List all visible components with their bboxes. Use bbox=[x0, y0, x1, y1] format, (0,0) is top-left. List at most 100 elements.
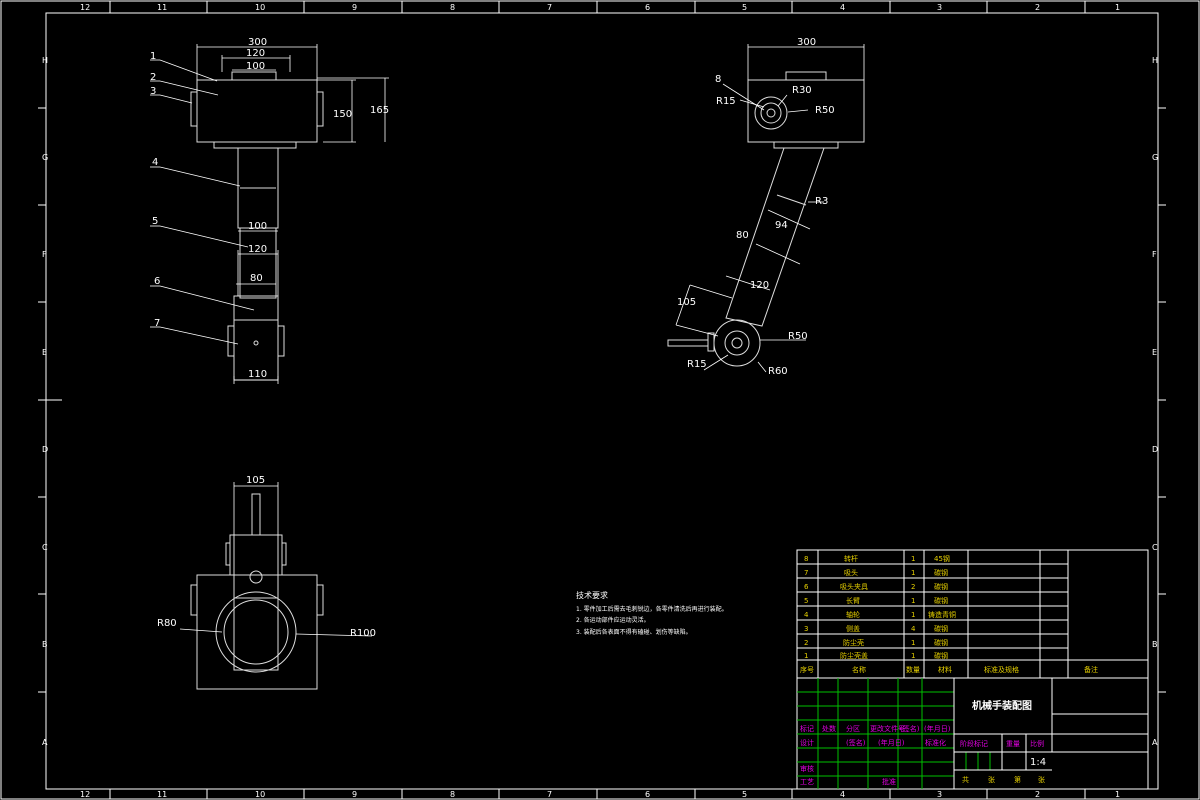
zone-row-left: C bbox=[42, 543, 48, 552]
header-mat: 材料 bbox=[938, 665, 952, 674]
zone-row-right: D bbox=[1152, 445, 1158, 454]
callout-4: 4 bbox=[152, 157, 158, 168]
drawing-scale: 1:4 bbox=[1030, 757, 1046, 768]
callout-7: 7 bbox=[154, 318, 160, 329]
zone-col-top: 11 bbox=[157, 3, 167, 12]
top-dim-105: 105 bbox=[246, 475, 265, 486]
part-qty: 1 bbox=[911, 611, 915, 619]
arm-link bbox=[239, 227, 277, 299]
tb-date1: (年月日) bbox=[924, 724, 951, 733]
zone-col-bottom: 9 bbox=[352, 790, 357, 799]
housing-cap bbox=[231, 71, 277, 81]
zone-col-bottom: 5 bbox=[742, 790, 747, 799]
tb-design: 设计 bbox=[800, 738, 814, 747]
zone-row-left: B bbox=[42, 640, 48, 649]
part-name: 转杆 bbox=[844, 554, 858, 563]
gripper-side-left bbox=[227, 325, 235, 357]
part-no: 5 bbox=[804, 597, 808, 605]
part-no: 3 bbox=[804, 625, 808, 633]
tb-count: 处数 bbox=[822, 724, 836, 733]
side-cap bbox=[785, 71, 827, 81]
tb-page: 张 bbox=[1038, 775, 1045, 784]
top-cover-left bbox=[190, 584, 198, 616]
zone-row-right: G bbox=[1152, 153, 1158, 162]
callout-3: 3 bbox=[150, 86, 156, 97]
top-view: 105 R80 R100 bbox=[157, 475, 376, 690]
tb-date2: (年月日) bbox=[878, 738, 905, 747]
part-name: 吸头夹具 bbox=[840, 582, 868, 591]
part-no: 7 bbox=[804, 569, 808, 577]
top-dim-r100: R100 bbox=[350, 628, 376, 639]
gripper-side-right bbox=[277, 325, 285, 357]
zone-row-left: G bbox=[42, 153, 48, 162]
technical-notes: 技术要求 1. 零件加工后需去毛刺锐边，各零件清洗后再进行装配。 2. 各运动部… bbox=[576, 590, 728, 636]
base-ring-inner bbox=[223, 599, 289, 665]
part-qty: 4 bbox=[911, 625, 916, 633]
part-mat: 碳钢 bbox=[934, 624, 948, 633]
zone-col-top: 8 bbox=[450, 3, 455, 12]
part-no: 6 bbox=[804, 583, 809, 591]
dim-110: 110 bbox=[248, 369, 267, 380]
part-no: 1 bbox=[804, 652, 808, 660]
housing-base bbox=[213, 141, 297, 149]
pivot-inner bbox=[766, 108, 776, 118]
tb-review: 审核 bbox=[800, 764, 814, 773]
title-grid-green bbox=[797, 678, 991, 789]
arm-line bbox=[776, 194, 807, 206]
tb-change-doc: 更改文件号 bbox=[870, 724, 905, 733]
dim-150: 150 bbox=[333, 109, 352, 120]
zone-col-top: 4 bbox=[840, 3, 845, 12]
part-qty: 1 bbox=[911, 597, 915, 605]
tb-sign: (签名) bbox=[900, 724, 920, 733]
zone-col-bottom: 3 bbox=[937, 790, 942, 799]
header-qty: 数量 bbox=[906, 665, 920, 674]
part-name: 轴轮 bbox=[846, 610, 860, 619]
zone-row-left: A bbox=[42, 738, 48, 747]
tb-zone: 分区 bbox=[846, 724, 860, 733]
tool-flange bbox=[707, 332, 715, 352]
zone-col-top: 9 bbox=[352, 3, 357, 12]
part-mat: 碳钢 bbox=[934, 568, 948, 577]
zone-col-top: 5 bbox=[742, 3, 747, 12]
zone-col-bottom: 4 bbox=[840, 790, 845, 799]
zone-ticks bbox=[38, 1, 1166, 799]
part-name: 长臂 bbox=[846, 596, 860, 605]
dim-300: 300 bbox=[248, 37, 267, 48]
part-qty: 1 bbox=[911, 639, 915, 647]
inner-frame bbox=[45, 12, 1159, 790]
part-qty: 2 bbox=[911, 583, 915, 591]
zone-row-left: D bbox=[42, 445, 48, 454]
callout-5: 5 bbox=[152, 216, 158, 227]
side-view: 8 300 R30 R15 R50 R3 94 80 120 105 R50 R… bbox=[667, 37, 865, 377]
note-line: 1. 零件加工后需去毛刺锐边，各零件清洗后再进行装配。 bbox=[576, 605, 728, 613]
front-view: 1 2 3 4 5 6 7 300 120 100 150 165 100 12… bbox=[150, 37, 389, 384]
dim-100-mid: 100 bbox=[248, 221, 267, 232]
top-rod bbox=[251, 493, 261, 536]
zone-col-top: 7 bbox=[547, 3, 552, 12]
callout-6: 6 bbox=[154, 276, 160, 287]
callout-1: 1 bbox=[150, 51, 156, 62]
header-no: 序号 bbox=[800, 665, 814, 674]
side-dim-r15: R15 bbox=[716, 96, 736, 107]
dim-120: 120 bbox=[246, 48, 265, 59]
wrist-mid bbox=[724, 330, 750, 356]
part-mat: 碳钢 bbox=[934, 582, 948, 591]
zone-col-top: 3 bbox=[937, 3, 942, 12]
part-mat: 45钢 bbox=[934, 554, 950, 563]
parts-list: 8 转杆 1 45钢 7 吸头 1 碳钢 6 吸头夹具 2 碳钢 5 长臂 1 … bbox=[796, 549, 1149, 679]
title-block: 机械手装配图 1:4 标记 处数 分区 更改文件号 (签名) (年月日) 设计 … bbox=[796, 677, 1149, 790]
tb-weight: 重量 bbox=[1006, 740, 1020, 748]
front-leaders bbox=[150, 59, 255, 345]
dim-100: 100 bbox=[246, 61, 265, 72]
zone-col-bottom: 1 bbox=[1115, 790, 1120, 799]
side-dim-r60: R60 bbox=[768, 366, 788, 377]
part-name: 吸头 bbox=[844, 568, 858, 577]
top-arm bbox=[233, 534, 279, 671]
side-dim-80: 80 bbox=[736, 230, 749, 241]
part-name: 防尘壳 bbox=[843, 638, 864, 647]
callout-2: 2 bbox=[150, 72, 156, 83]
leader-8 bbox=[722, 83, 765, 111]
zone-row-right: C bbox=[1152, 543, 1158, 552]
